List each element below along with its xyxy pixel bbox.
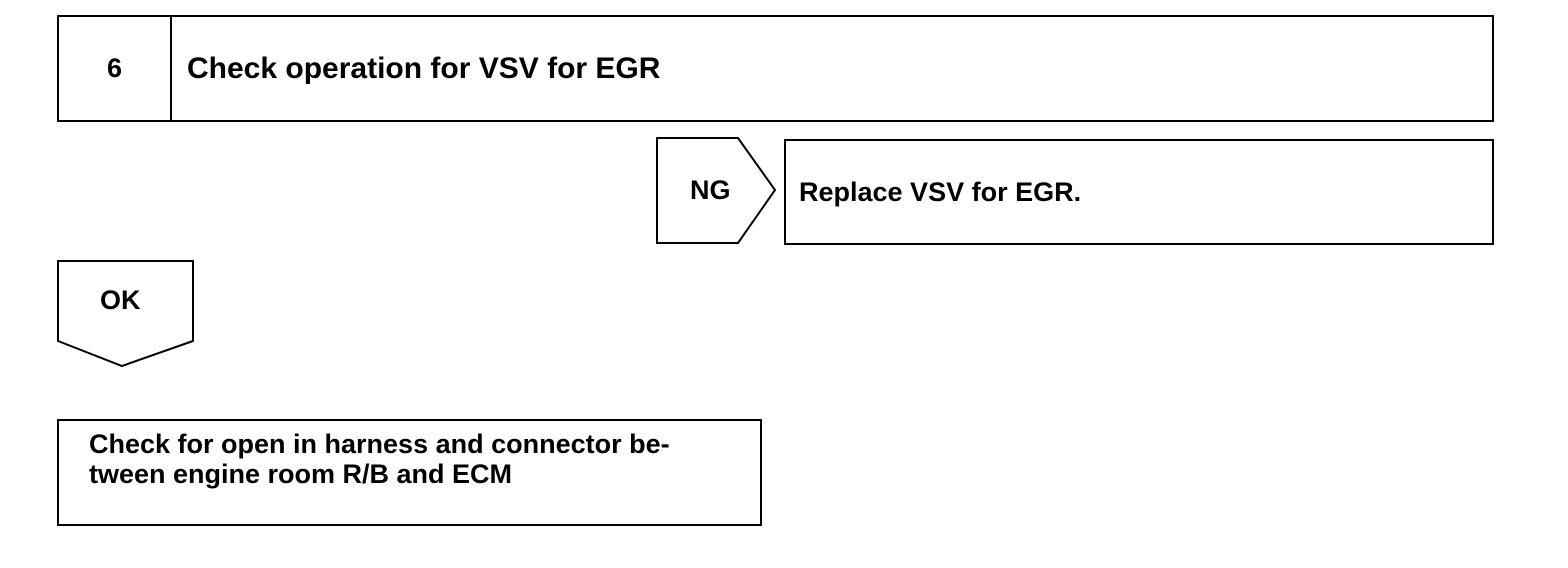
- step-box: 6 Check operation for VSV for EGR: [57, 15, 1494, 122]
- ng-label: NG: [690, 175, 731, 205]
- step-number: 6: [59, 17, 172, 120]
- next-step-line-1: Check for open in harness and connector …: [89, 429, 670, 459]
- ok-arrow-shape: [57, 260, 194, 368]
- ng-arrow-shape: [656, 137, 777, 244]
- next-step-line-2: tween engine room R/B and ECM: [89, 459, 513, 489]
- next-step-box: Check for open in harness and connector …: [57, 419, 762, 526]
- ok-label: OK: [100, 285, 141, 315]
- step-title: Check operation for VSV for EGR: [187, 51, 661, 85]
- ng-action-box: Replace VSV for EGR.: [784, 139, 1494, 245]
